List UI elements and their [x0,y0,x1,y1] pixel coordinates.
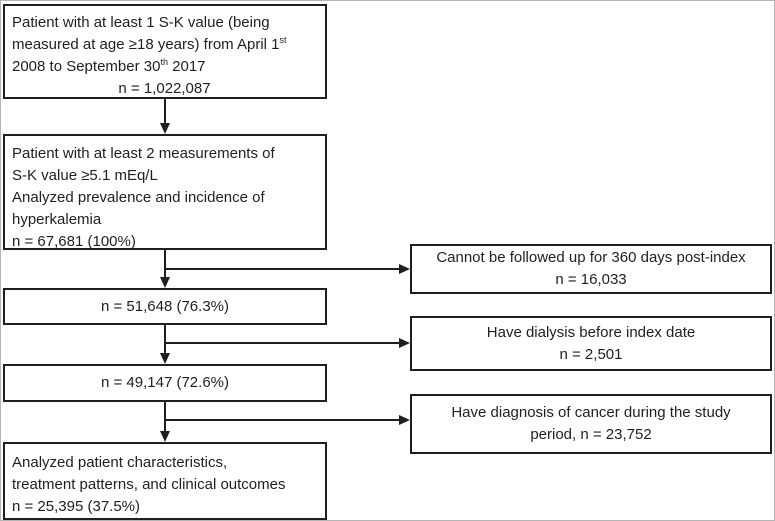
box-text-line: Analyzed prevalence and incidence of [12,189,265,206]
box-n-value: n = 49,147 (72.6%) [100,374,229,391]
box-text: measured at age ≥18 years) from April 1 [12,36,280,53]
box-n-value: period, n = 23,752 [530,426,652,443]
box-text-line: treatment patterns, and clinical outcome… [12,476,286,493]
box-excluded-no-followup: Cannot be followed up for 360 days post-… [410,244,772,294]
arrow-branch-excluded-cancer [164,415,410,425]
box-excluded-dialysis: Have dialysis before index date n = 2,50… [410,316,772,371]
box-after-dialysis-exclusion: n = 49,147 (72.6%) [3,364,327,402]
box-text: 2017 [167,58,206,75]
arrow-branch-excluded-no-followup [164,264,410,274]
arrow-hk-to-n1 [160,250,170,288]
box-text: 2008 to September 30 [12,58,161,75]
box-initial-population: Patient with at least 1 S-K value (being… [3,4,327,99]
box-text-line: measured at age ≥18 years) from April 1s… [12,34,317,56]
box-n-value: n = 67,681 (100%) [12,233,136,250]
box-n-value: n = 2,501 [559,345,623,363]
box-after-followup-exclusion: n = 51,648 (76.3%) [3,288,327,325]
arrow-n1-to-n2 [160,325,170,364]
box-text-line: Have dialysis before index date [486,323,696,341]
box-excluded-cancer: Have diagnosis of cancer during the stud… [410,394,772,454]
box-text-line: Patient with at least 1 S-K value (being [12,14,270,31]
box-text-line: Analyzed patient characteristics, [12,454,228,471]
box-text-line: hyperkalemia [12,211,102,228]
arrow-initial-to-hk [160,99,170,134]
box-n-value: n = 16,033 [555,271,627,288]
box-text-line: 2008 to September 30th 2017 [12,56,317,78]
box-n-value: n = 51,648 (76.3%) [100,297,229,315]
box-text-line: S-K value ≥5.1 mEq/L [12,167,158,184]
box-text-line: Patient with at least 2 measurements of [12,145,275,162]
box-text-line: Have diagnosis of cancer during the stud… [451,404,731,421]
box-final-analysis-cohort: Analyzed patient characteristics, treatm… [3,442,327,520]
superscript: st [279,35,287,45]
arrow-branch-excluded-dialysis [164,338,410,348]
box-text-line: Cannot be followed up for 360 days post-… [436,249,746,266]
superscript: th [160,57,168,67]
box-n-value: n = 1,022,087 [118,80,211,97]
box-hyperkalemia-cohort: Patient with at least 2 measurements of … [3,134,327,250]
arrow-n2-to-final [160,402,170,442]
box-n-value: n = 25,395 (37.5%) [12,498,141,515]
